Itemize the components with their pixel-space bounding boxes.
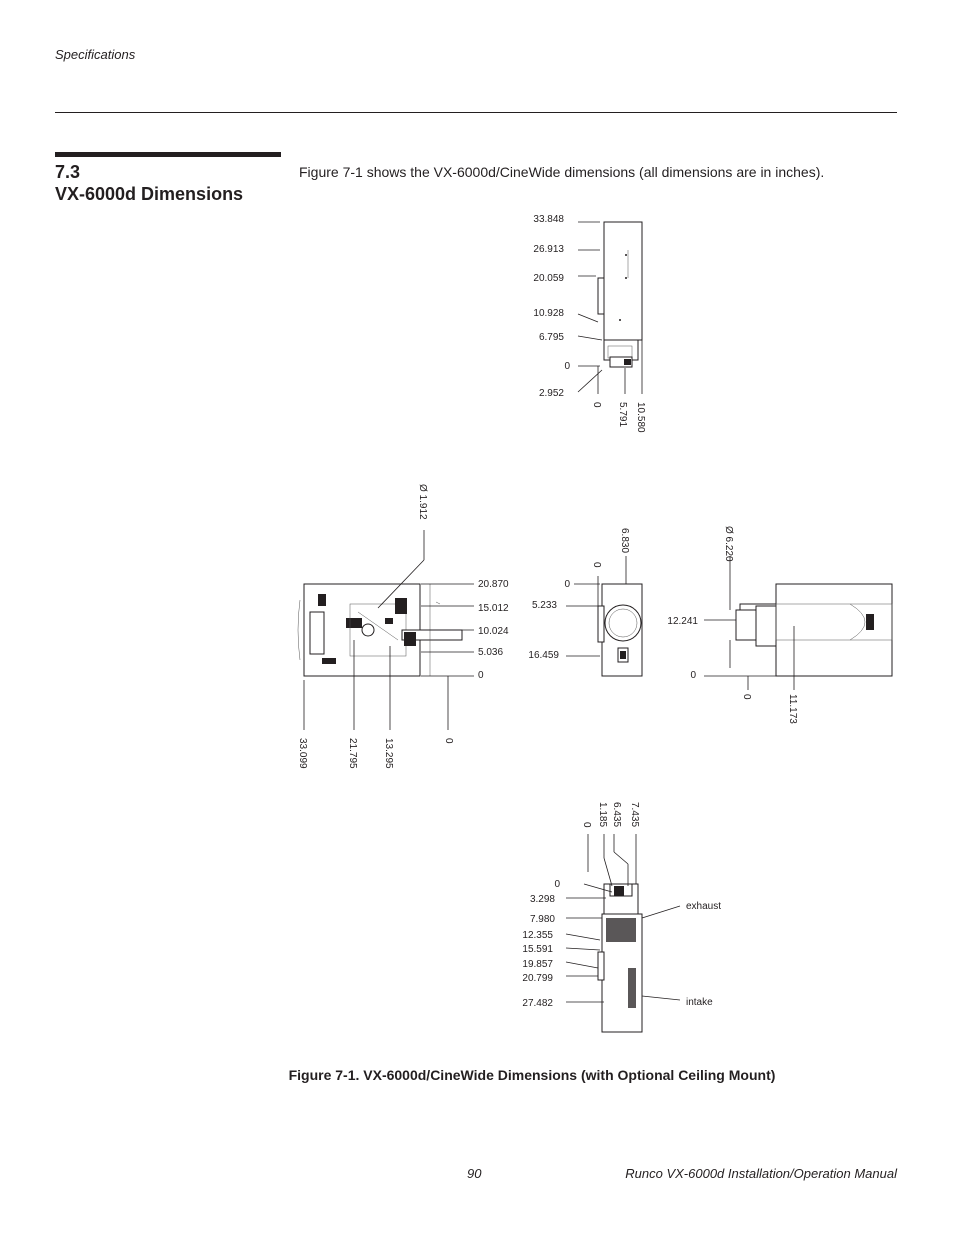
- side-view: Ø 6.220 12.241 0 0 11.173: [667, 526, 893, 724]
- dim-label: 0: [741, 694, 752, 700]
- dim-label: 0: [554, 879, 560, 890]
- dim-label: 7.435: [629, 802, 640, 827]
- dim-label: 3.298: [530, 894, 555, 905]
- dim-label: 0: [478, 670, 484, 681]
- dim-label: 0: [591, 402, 602, 408]
- dim-label: 33.099: [297, 738, 308, 769]
- dim-label: 0: [690, 670, 696, 681]
- top-view: 33.848 26.913 20.059 10.928 6.795 0 2.95…: [533, 214, 646, 433]
- exhaust-label: exhaust: [686, 901, 721, 912]
- dim-label: 0: [564, 579, 570, 590]
- dim-label: 20.059: [533, 273, 564, 284]
- dim-label: 5.791: [617, 402, 628, 427]
- dim-label: 12.241: [667, 616, 698, 627]
- section-bar: [55, 152, 281, 157]
- intake-label: intake: [686, 997, 713, 1008]
- dim-label: 16.459: [528, 650, 559, 661]
- dim-label: 2.952: [539, 388, 564, 399]
- dim-label: 15.012: [478, 603, 509, 614]
- dim-label: 0: [581, 822, 592, 828]
- dim-label: 20.799: [522, 973, 553, 984]
- dim-label: 12.355: [522, 930, 553, 941]
- dim-label: 5.233: [532, 600, 557, 611]
- dim-label: 6.435: [611, 802, 622, 827]
- dim-label: 20.870: [478, 579, 509, 590]
- dim-label: 6.795: [539, 332, 564, 343]
- dim-label: 11.173: [787, 694, 798, 724]
- section-number: 7.3: [55, 162, 81, 182]
- intro-paragraph: Figure 7-1 shows the VX-6000d/CineWide d…: [299, 164, 825, 180]
- diameter-label: Ø 1.912: [417, 484, 428, 520]
- diameter-label: Ø 6.220: [723, 526, 734, 562]
- dim-label: 33.848: [533, 214, 564, 225]
- dim-label: 7.980: [530, 914, 555, 925]
- dim-label: 26.913: [533, 244, 564, 255]
- page-number: 90: [467, 1166, 482, 1181]
- dim-label: 10.024: [478, 626, 509, 637]
- running-header: Specifications: [55, 47, 136, 62]
- dim-label: 5.036: [478, 647, 503, 658]
- front-view: 0 6.830 0 5.233 16.459: [528, 528, 643, 677]
- dim-label: 21.795: [347, 738, 358, 769]
- dim-label: 0: [443, 738, 454, 744]
- dim-label: 0: [591, 562, 602, 568]
- left-view: Ø 1.912 20.870 15.012 10.024 5.036 0 33.…: [297, 484, 509, 769]
- dim-label: 15.591: [522, 944, 553, 955]
- dim-label: 10.928: [533, 308, 564, 319]
- dim-label: 27.482: [522, 998, 553, 1009]
- dim-label: 1.185: [597, 802, 608, 827]
- bottom-view: 0 1.185 6.435 7.435 0 3.298 7.980 12.355…: [522, 802, 721, 1033]
- dim-label: 0: [564, 361, 570, 372]
- header-rule: [55, 112, 897, 113]
- section-title: VX-6000d Dimensions: [55, 184, 244, 204]
- dim-label: 13.295: [383, 738, 394, 769]
- figure-caption: Figure 7-1. VX-6000d/CineWide Dimensions…: [0, 1067, 954, 1083]
- manual-title: Runco VX-6000d Installation/Operation Ma…: [625, 1166, 897, 1181]
- dim-label: 10.580: [635, 402, 646, 433]
- figure-caption-text: Figure 7-1. VX-6000d/CineWide Dimensions…: [288, 1067, 776, 1083]
- dim-label: 6.830: [619, 528, 630, 553]
- dim-label: 19.857: [522, 959, 553, 970]
